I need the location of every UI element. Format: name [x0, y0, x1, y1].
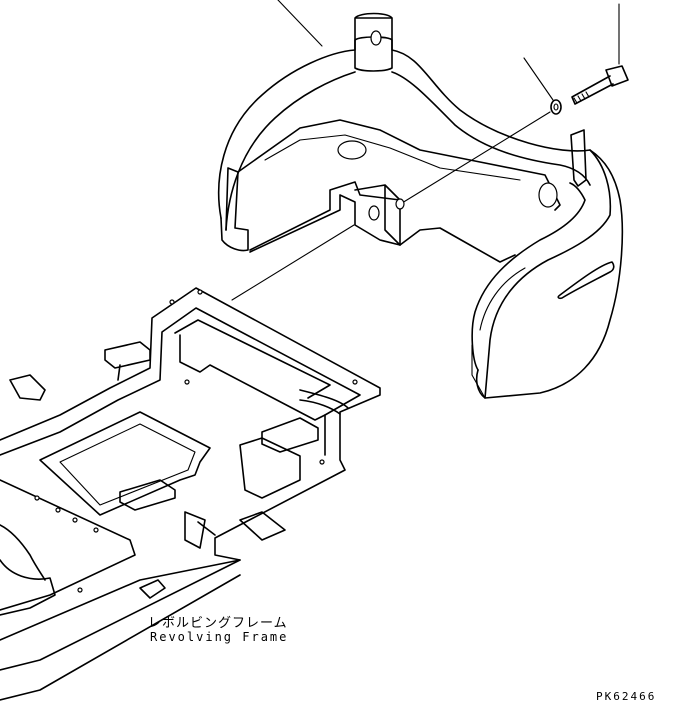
counterweight-mount-hole — [368, 205, 380, 221]
counterweight-back-hole — [337, 140, 367, 160]
frame-clip — [139, 579, 166, 599]
frame-rail-left — [179, 334, 326, 421]
frame-bracket-2 — [9, 374, 46, 401]
counterweight-mount-block — [354, 184, 401, 246]
leader-counterweight — [277, 0, 323, 47]
assembly-line-bolt — [401, 111, 551, 204]
frame-rail-top — [174, 319, 331, 399]
frame-hole-1 — [169, 299, 175, 305]
counterweight-back-edge — [264, 134, 521, 181]
counterweight-inner-rim — [225, 71, 591, 231]
counterweight-right-tab — [570, 129, 587, 187]
frame-deck-outer — [0, 287, 381, 671]
frame-front-lower — [0, 479, 136, 611]
frame-recess-inner — [59, 423, 196, 506]
frame-deck-edge — [0, 307, 361, 456]
counterweight-back-wall — [237, 119, 561, 211]
frame-small-plate — [239, 511, 286, 541]
counterweight-boss-hole — [370, 30, 382, 46]
frame-bracket-1 — [104, 341, 151, 381]
counterweight-top-boss — [354, 12, 393, 72]
frame-side-member — [299, 389, 349, 415]
washer-outer — [550, 99, 562, 115]
frame-lower-plate — [184, 511, 216, 549]
bolt-shank — [571, 75, 614, 105]
counterweight — [218, 12, 624, 399]
leader-lines — [231, 0, 620, 301]
revolving-frame-label-jp: レボルビングフレーム — [148, 616, 288, 631]
assembly-line-frame — [231, 224, 355, 301]
frame-hole-5 — [34, 495, 40, 501]
frame-hole-2 — [197, 289, 203, 295]
frame-bracket-4 — [261, 417, 319, 453]
bolt-head — [605, 65, 629, 87]
frame-hole-9 — [319, 459, 325, 465]
frame-hole-3 — [184, 379, 190, 385]
counterweight-left-wing — [220, 167, 249, 252]
frame-bottom-edge — [0, 559, 241, 701]
frame-hole-6 — [55, 507, 61, 513]
counterweight-front-floor — [399, 227, 516, 263]
washer-inner — [553, 103, 559, 111]
revolving-frame-label-en: Revolving Frame — [150, 630, 289, 644]
bolt — [571, 65, 629, 105]
counterweight-side-hole — [538, 182, 558, 208]
counterweight-right-wing — [471, 149, 612, 399]
revolving-frame — [0, 287, 381, 701]
washer — [550, 99, 562, 115]
frame-hole-7 — [72, 517, 78, 523]
counterweight-bolt-hole — [395, 198, 405, 210]
frame-recess — [39, 411, 211, 516]
frame-bracket-3 — [119, 479, 176, 511]
counterweight-top-rim — [218, 36, 624, 399]
frame-hole-8 — [93, 527, 99, 533]
counterweight-right-slot — [557, 261, 615, 300]
frame-end-curve — [0, 524, 46, 581]
frame-hole-10 — [77, 587, 83, 593]
leader-washer — [523, 57, 554, 101]
drawing-code: PK62466 — [596, 690, 657, 703]
frame-front-skirt — [0, 559, 56, 616]
bolt-thread — [573, 91, 590, 104]
frame-hole-4 — [352, 379, 358, 385]
frame-plate-5 — [239, 437, 301, 499]
counterweight-right-wing-edge — [471, 267, 526, 399]
